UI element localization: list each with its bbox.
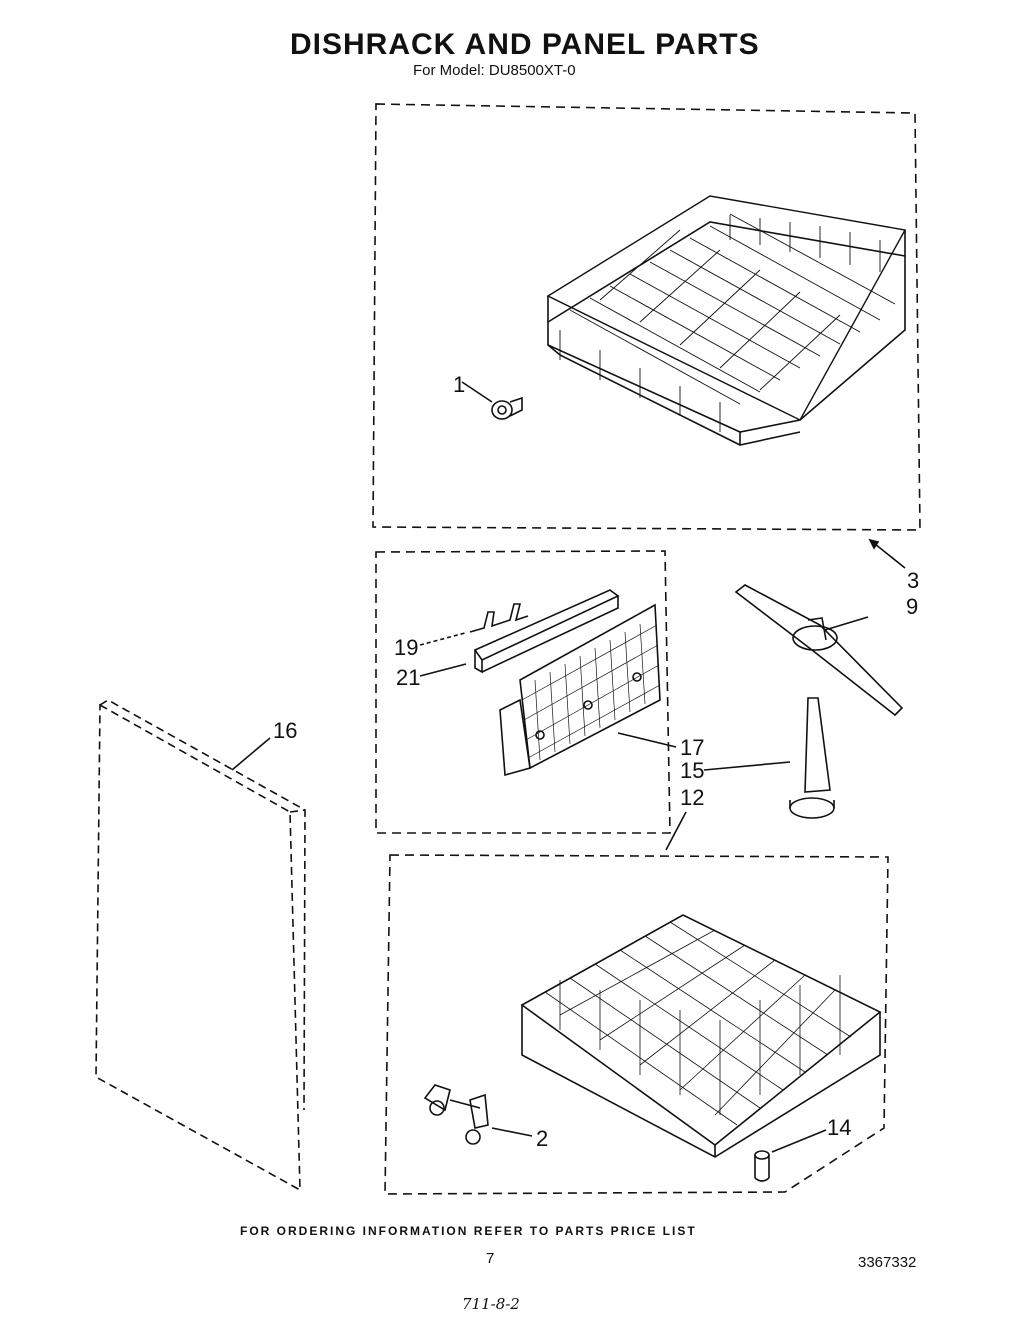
door-panel-part-16 — [95, 699, 306, 1192]
upper-dishrack — [546, 195, 907, 446]
leader-line-12 — [665, 811, 687, 851]
callout-1: 1 — [453, 372, 466, 397]
callout-2: 2 — [536, 1126, 549, 1151]
callout-16: 16 — [273, 718, 298, 743]
callout-21: 21 — [396, 665, 421, 690]
leader-line-17 — [617, 732, 677, 748]
lower-dishrack — [520, 914, 882, 1158]
callout-14: 14 — [827, 1115, 852, 1140]
callout-15: 15 — [680, 758, 705, 783]
leader-line-16 — [231, 737, 271, 771]
clip-part-19 — [469, 603, 529, 633]
leader-line-19 — [419, 632, 466, 646]
spray-arm-part-9 — [734, 584, 904, 717]
panel-part-17 — [499, 603, 661, 777]
ordering-information-note: FOR ORDERING INFORMATION REFER TO PARTS … — [240, 1224, 697, 1238]
lower-rack-group-box — [384, 854, 889, 1195]
handwritten-note: 711-8-2 — [462, 1295, 520, 1313]
rack-roller-part-1 — [461, 381, 523, 420]
sleeve-part-14 — [754, 1129, 827, 1182]
callout-19: 19 — [394, 635, 419, 660]
strip-part-21 — [473, 589, 620, 674]
page-title: DISHRACK AND PANEL PARTS — [290, 28, 760, 61]
document-number: 3367332 — [858, 1254, 917, 1271]
rack-roller-assembly-part-2 — [423, 1084, 533, 1145]
page-number: 7 — [486, 1250, 495, 1267]
leader-line-21 — [419, 663, 467, 677]
callout-3: 3 — [907, 568, 920, 593]
panel-group-box — [375, 550, 671, 834]
callout-9: 9 — [906, 594, 919, 619]
callout-12: 12 — [680, 785, 705, 810]
model-subtitle: For Model: DU8500XT-0 — [413, 62, 576, 79]
tube-part-15 — [703, 697, 835, 819]
callout-17: 17 — [680, 735, 705, 760]
